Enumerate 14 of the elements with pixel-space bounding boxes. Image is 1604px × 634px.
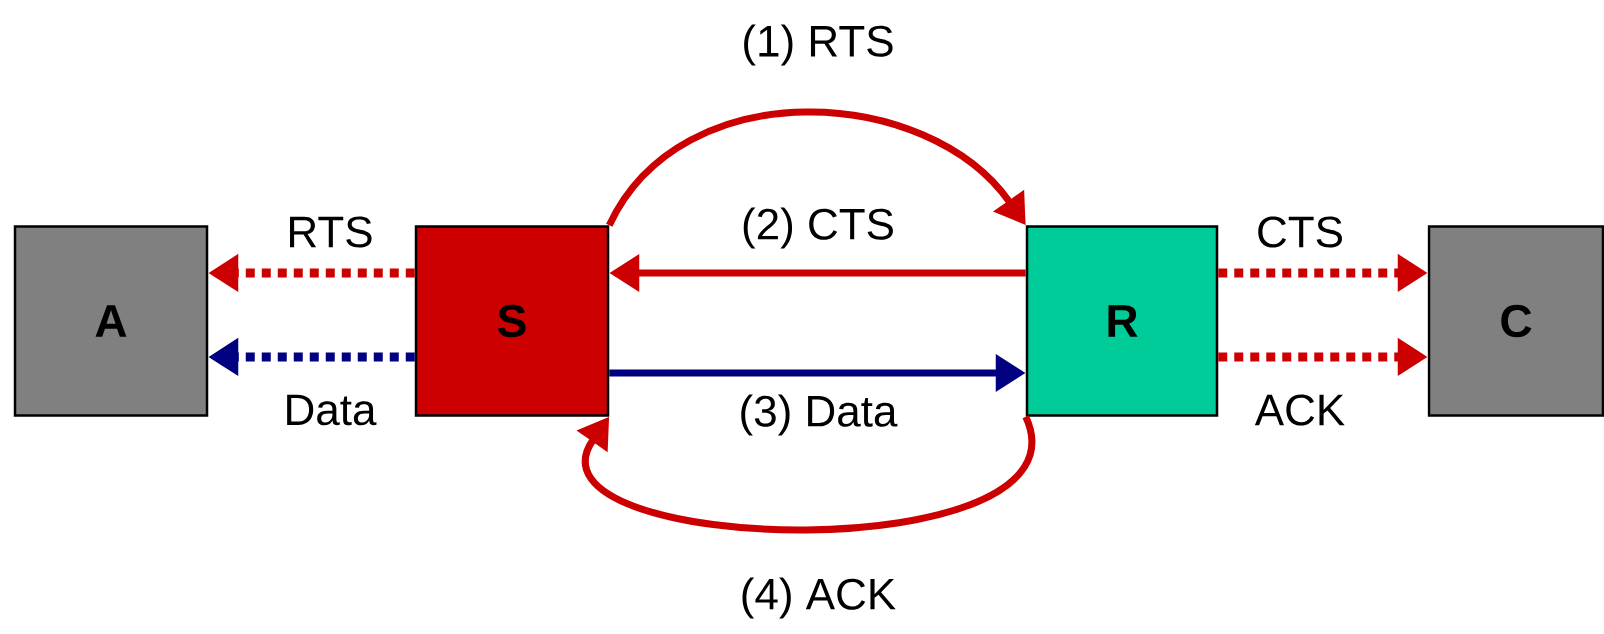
edge-label: (4) ACK — [742, 577, 896, 619]
edge-label: ACK — [1254, 394, 1345, 426]
station-box: C — [1427, 225, 1604, 417]
edge-label: Data — [287, 394, 377, 426]
edge-label: (2) CTS — [743, 207, 893, 249]
edge-label: (1) RTS — [744, 24, 893, 66]
edge-label: RTS — [290, 216, 372, 248]
arrow — [606, 108, 1026, 228]
arrow — [576, 416, 1035, 534]
station-box: R — [1025, 225, 1219, 417]
edge-label: (3) Data — [741, 394, 898, 436]
station-box: A — [13, 225, 209, 417]
edge-label: CTS — [1258, 216, 1342, 248]
station-box: S — [414, 225, 610, 417]
